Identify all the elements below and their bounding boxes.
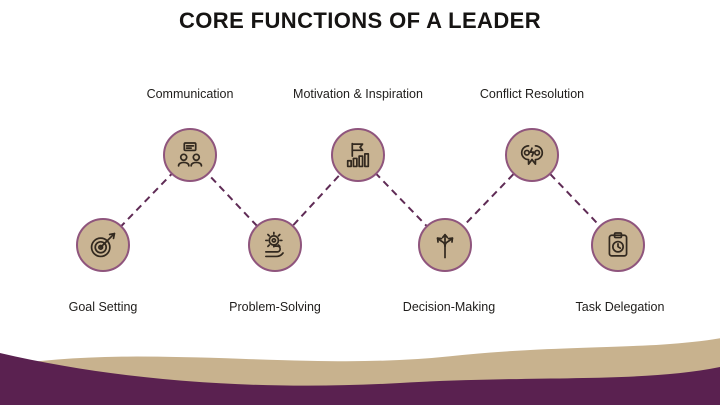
decision-making-icon [436,233,454,259]
label-motivation-inspiration: Motivation & Inspiration [293,87,423,101]
label-conflict-resolution: Conflict Resolution [479,87,585,101]
bottom-wave-decoration [0,335,720,405]
problem-solving-icon [265,231,284,258]
node-goal-setting [76,218,130,272]
node-task-delegation [591,218,645,272]
node-conflict-resolution [505,128,559,182]
page-title: CORE FUNCTIONS OF A LEADER [179,8,541,33]
label-task-delegation: Task Delegation [575,300,665,314]
node-problem-solving [248,218,302,272]
node-motivation-inspiration [331,128,385,182]
label-communication: Communication [146,87,234,101]
label-goal-setting: Goal Setting [68,300,138,314]
communication-icon [177,142,203,167]
node-communication [163,128,217,182]
target-icon [90,232,116,258]
task-delegation-icon [608,232,628,257]
motivation-icon [346,142,370,168]
node-decision-making [418,218,472,272]
label-problem-solving: Problem-Solving [229,300,321,314]
label-decision-making: Decision-Making [402,300,496,314]
conflict-resolution-icon [520,145,544,165]
